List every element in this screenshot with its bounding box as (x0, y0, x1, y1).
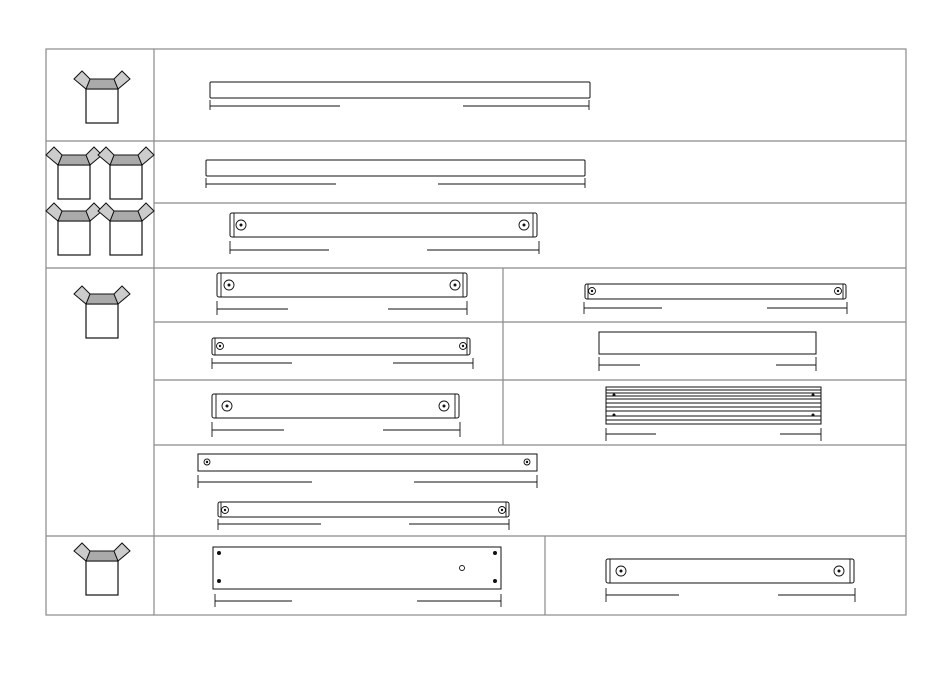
two-hole-bar-thin-part (218, 502, 509, 530)
open-box-icon (74, 543, 130, 595)
flat-plate-part (599, 332, 816, 371)
two-hole-bar-part (217, 273, 467, 315)
plain-bar-part (206, 160, 585, 188)
two-hole-bar-long-part (198, 454, 537, 488)
open-box-icon (46, 147, 102, 199)
two-hole-bar-part (606, 559, 855, 602)
two-hole-bar-part (212, 338, 473, 369)
open-box-icon (74, 286, 130, 338)
open-box-icon (74, 71, 130, 123)
two-hole-bar-part (212, 394, 460, 437)
plain-bar-part (210, 82, 590, 110)
open-box-icon (46, 203, 102, 255)
open-box-icon (98, 147, 154, 199)
two-hole-bar-thin-part (584, 284, 847, 314)
grooved-panel-part (606, 387, 821, 441)
open-box-icon (98, 203, 154, 255)
four-hole-plate-part (213, 547, 501, 607)
two-hole-bar-part (230, 213, 539, 254)
